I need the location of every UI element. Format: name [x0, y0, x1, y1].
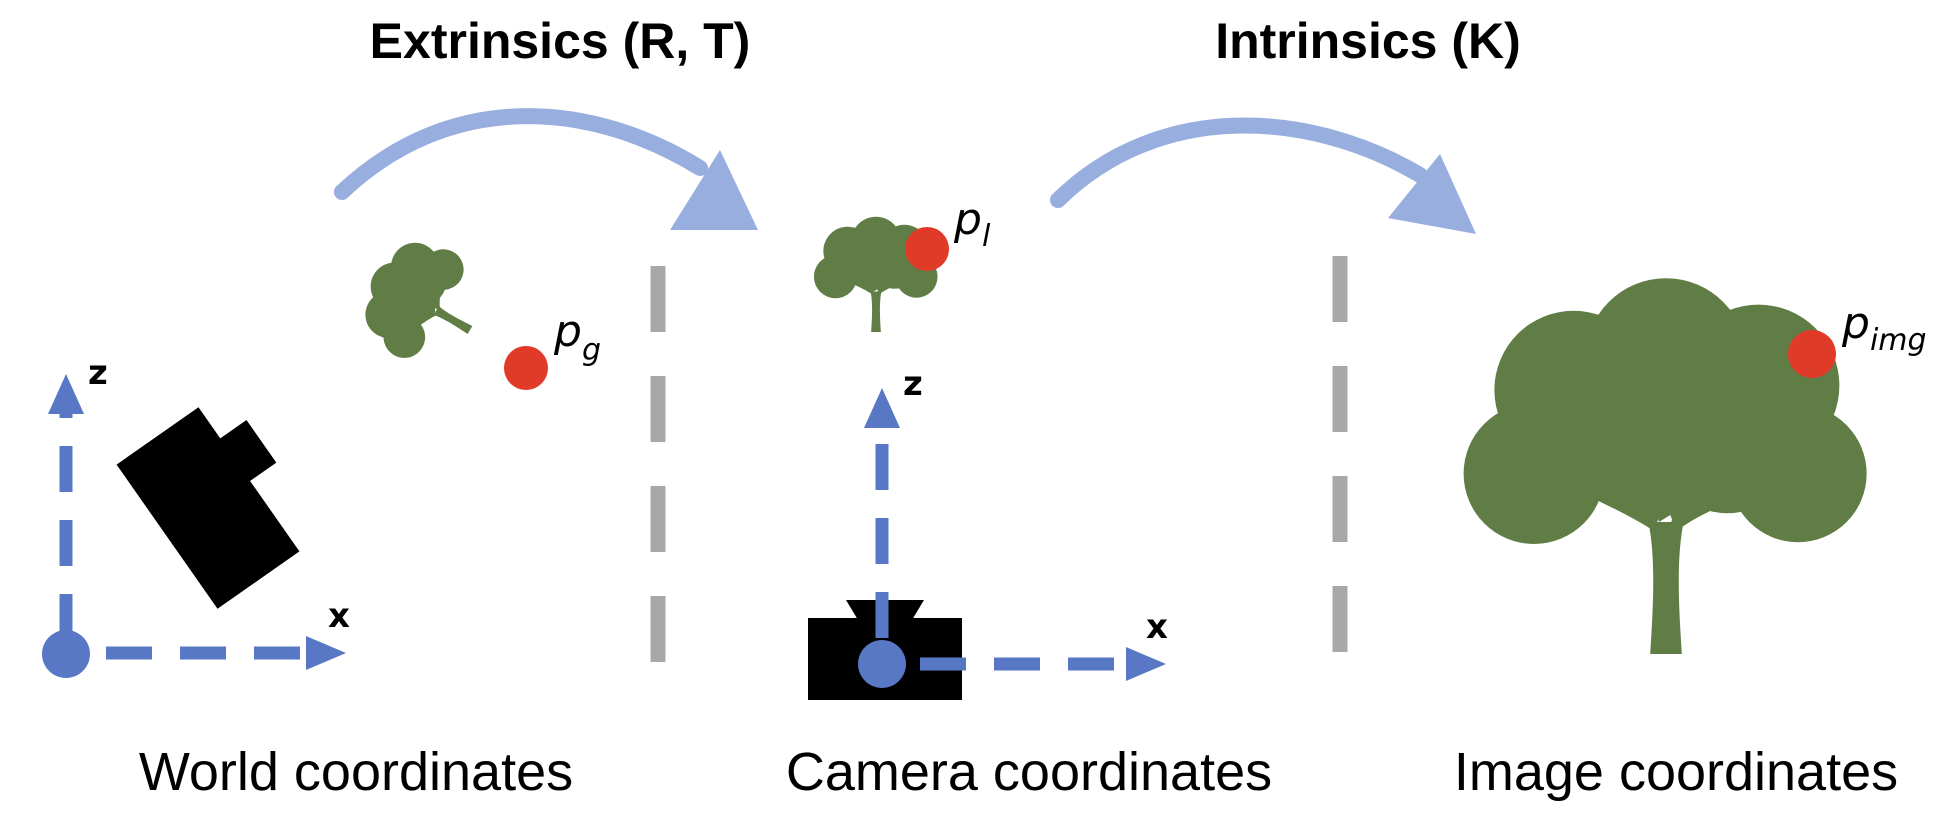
camera-z-axis [864, 388, 900, 638]
extrinsics-heading: Extrinsics (R, T) [370, 13, 751, 69]
world-point [504, 346, 548, 390]
world-point-label: pg [553, 306, 601, 368]
world-camera-icon [116, 407, 300, 609]
camera-z-label: z [903, 364, 923, 404]
camera-x-label: x [1146, 607, 1168, 647]
world-caption: World coordinates [139, 742, 573, 802]
world-z-label: z [88, 353, 108, 393]
camera-origin [858, 640, 906, 688]
camera-point [905, 227, 949, 271]
image-caption: Image coordinates [1454, 742, 1898, 802]
world-x-axis [106, 636, 346, 670]
image-point [1788, 330, 1836, 378]
world-tree-icon [343, 223, 500, 382]
camera-x-axis [920, 647, 1166, 681]
world-origin [42, 630, 90, 678]
world-z-axis [48, 374, 84, 640]
camera-caption: Camera coordinates [786, 742, 1272, 802]
intrinsics-heading: Intrinsics (K) [1215, 13, 1521, 69]
extrinsics-arrow-icon [334, 108, 758, 230]
image-point-label: pimg [1841, 298, 1927, 358]
camera-point-label: pl [953, 194, 991, 254]
intrinsics-arrow-icon [1050, 117, 1476, 234]
world-x-label: x [328, 596, 350, 636]
